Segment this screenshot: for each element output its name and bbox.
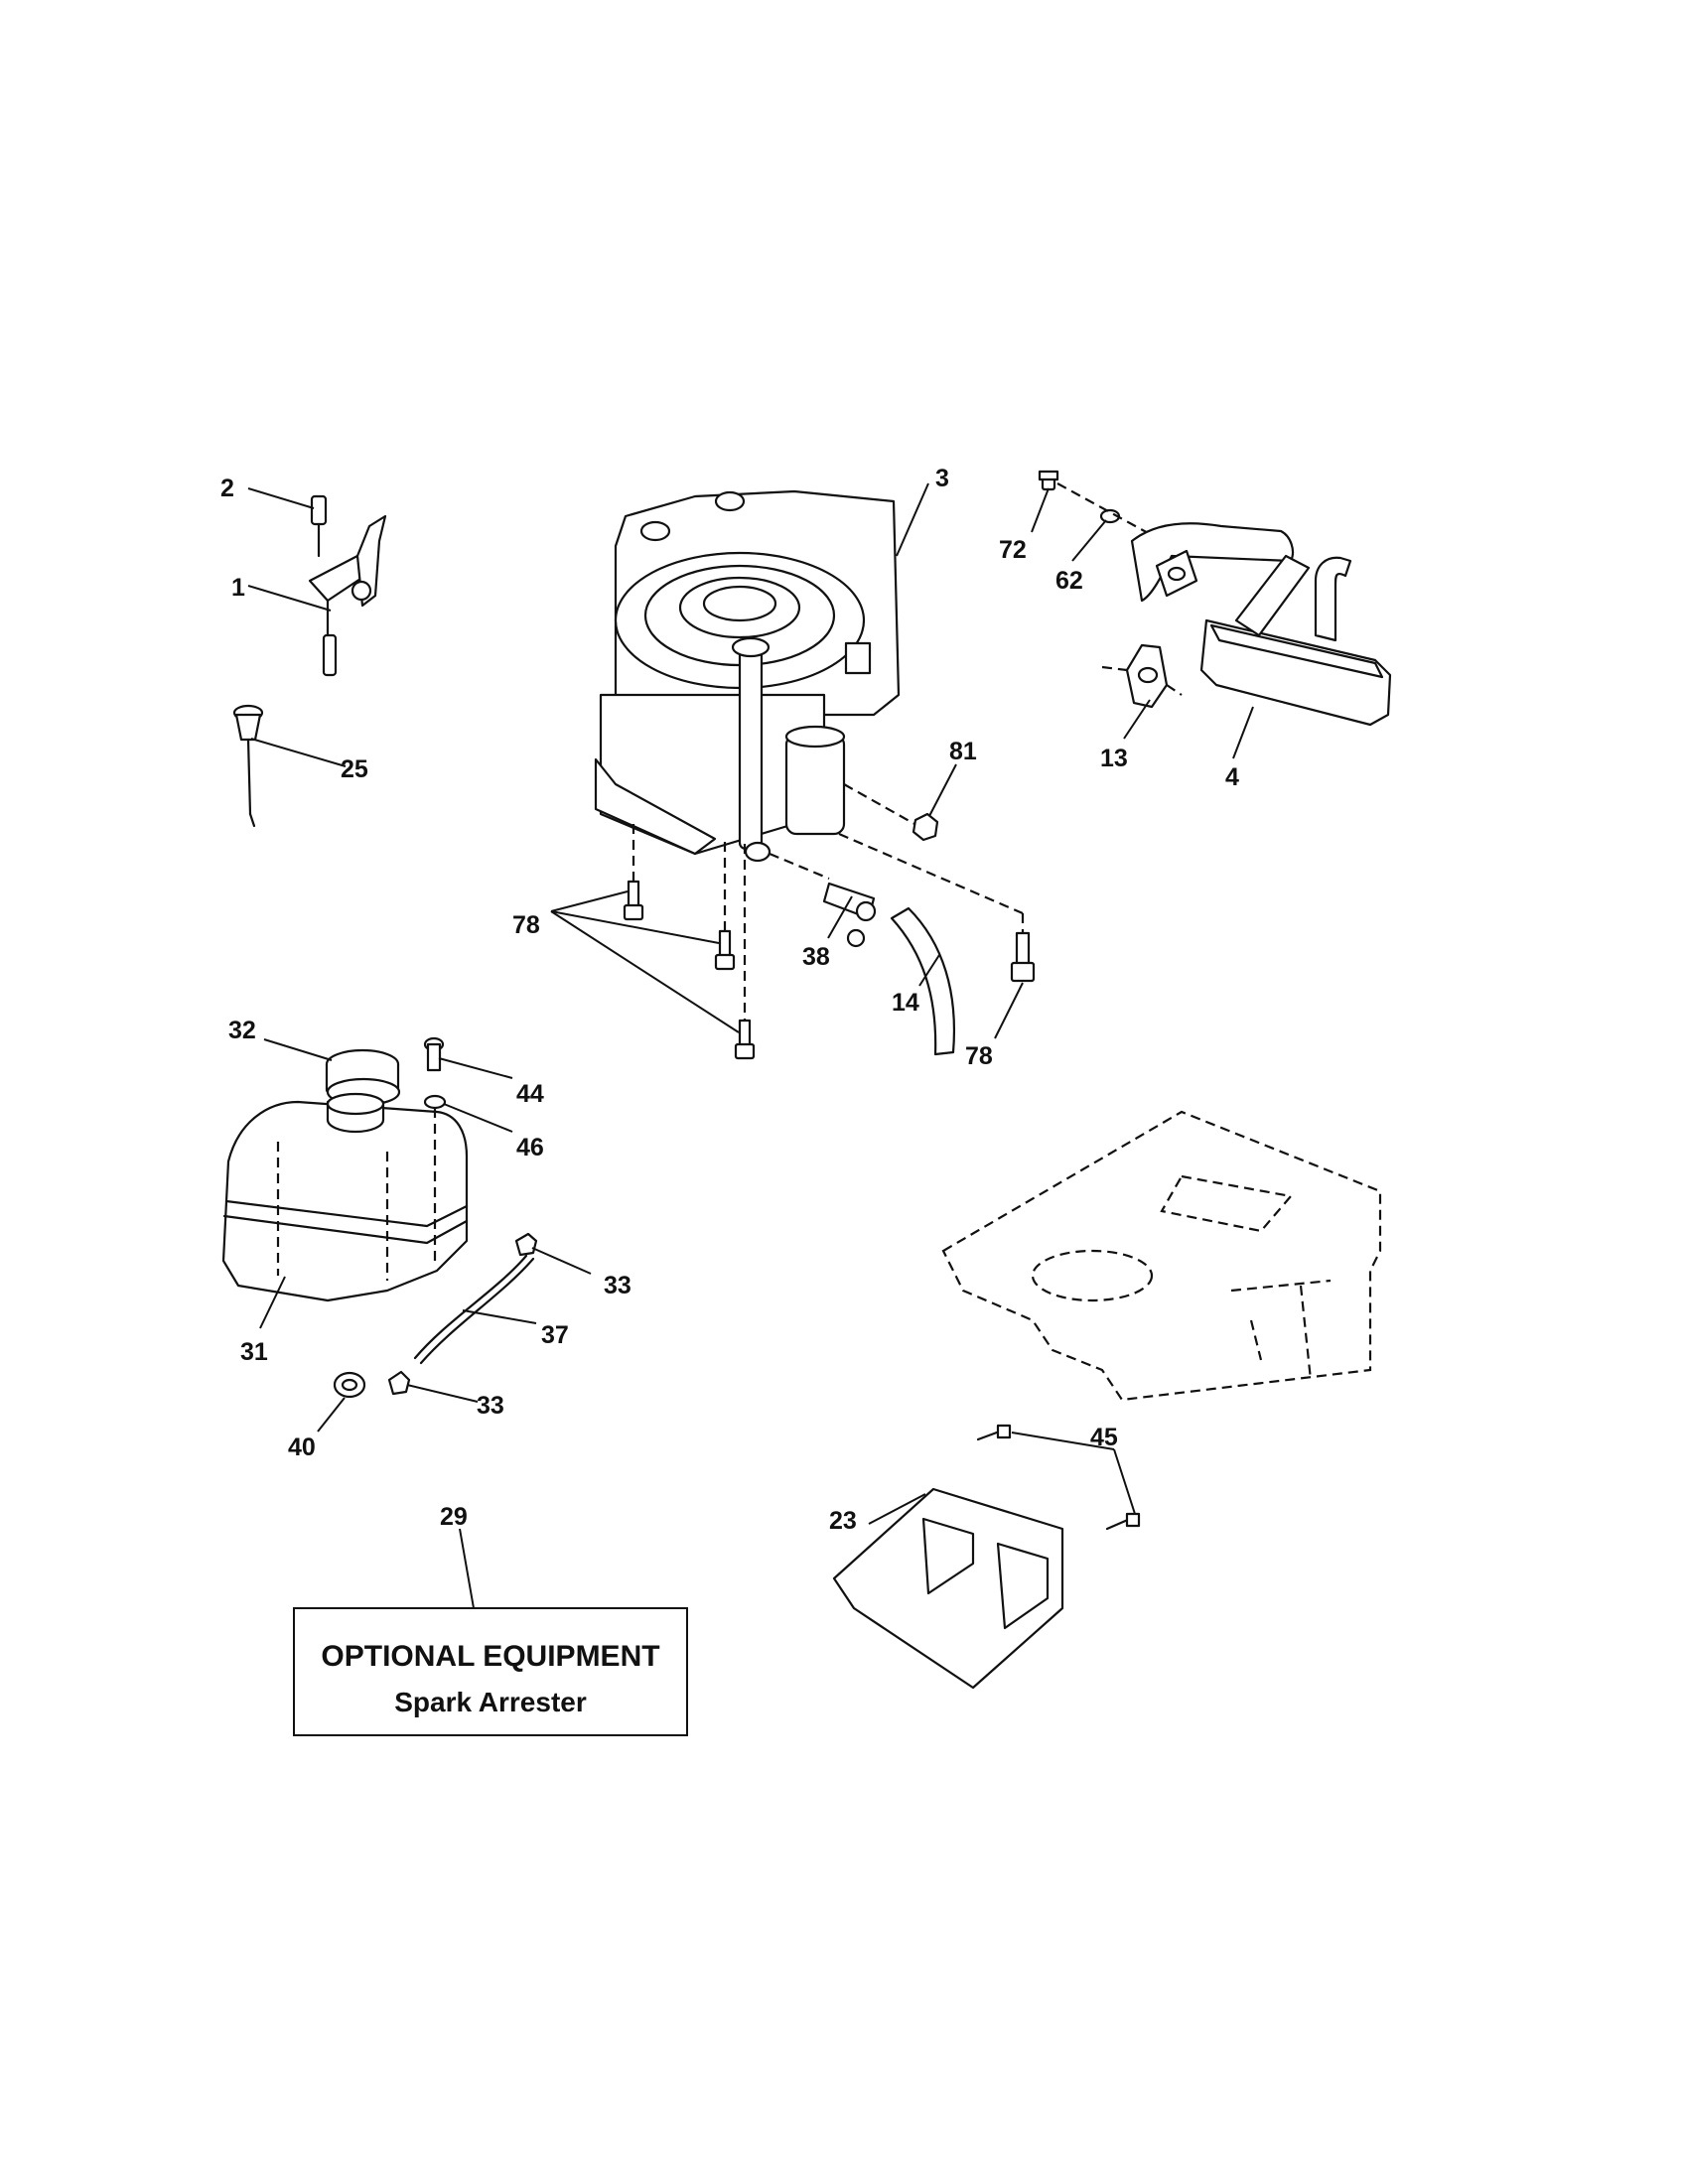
callout-72: 72	[999, 536, 1027, 564]
callout-4: 4	[1225, 763, 1239, 791]
optional-equipment-subtitle: Spark Arrester	[394, 1687, 587, 1717]
choke-knob-part	[232, 704, 264, 828]
callout-44: 44	[516, 1080, 544, 1108]
callout-62: 62	[1055, 567, 1083, 595]
fuel-tank-parts	[221, 1048, 469, 1302]
callout-labels: 2 1 25 3 72 62 13 4 81 78 38 14 78 32 44…	[220, 465, 1239, 1535]
optional-equipment-title: OPTIONAL EQUIPMENT	[321, 1640, 659, 1673]
callout-78-right: 78	[965, 1042, 993, 1070]
callout-78-left: 78	[512, 911, 540, 939]
screw-and-washer	[423, 1036, 447, 1261]
callout-23: 23	[829, 1507, 857, 1535]
callout-33-bottom: 33	[477, 1392, 504, 1420]
callout-13: 13	[1100, 745, 1128, 772]
callout-33-top: 33	[604, 1272, 632, 1299]
optional-equipment-box: OPTIONAL EQUIPMENT Spark Arrester	[293, 1607, 688, 1736]
callout-32: 32	[228, 1017, 256, 1044]
nut-part	[912, 812, 939, 842]
callout-40: 40	[288, 1433, 316, 1461]
callout-46: 46	[516, 1134, 544, 1161]
engine-part	[594, 489, 1025, 1023]
fuel-line-parts	[333, 1232, 538, 1399]
muffler-parts	[1038, 470, 1392, 727]
leader-lines	[247, 482, 1254, 1609]
bolt-parts	[623, 880, 1036, 1060]
callout-1: 1	[231, 574, 245, 602]
callout-45: 45	[1090, 1424, 1118, 1451]
callout-14: 14	[892, 989, 919, 1017]
callout-37: 37	[541, 1321, 569, 1349]
callout-29: 29	[440, 1503, 468, 1531]
callout-81: 81	[949, 738, 977, 765]
callout-2: 2	[220, 475, 234, 502]
mower-frame-part	[941, 1110, 1382, 1402]
heat-shield-parts	[832, 1424, 1141, 1690]
callout-38: 38	[802, 943, 830, 971]
throttle-control-part	[308, 494, 387, 677]
callout-3: 3	[935, 465, 949, 492]
callout-31: 31	[240, 1338, 268, 1366]
callout-25: 25	[341, 755, 368, 783]
